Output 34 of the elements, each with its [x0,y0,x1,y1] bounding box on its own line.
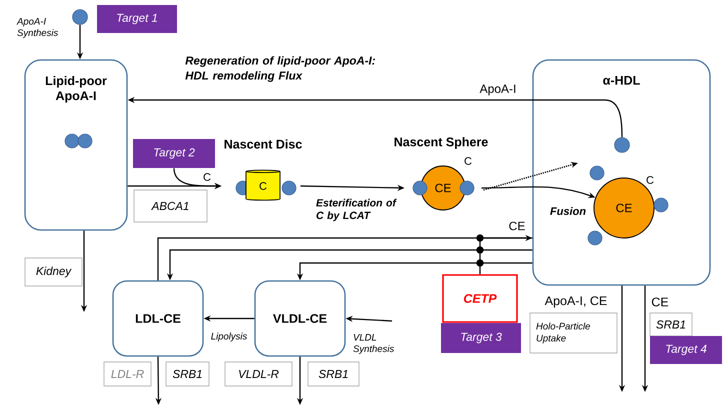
edge-label: ApoA-I, CE [544,295,608,309]
edge-label: Esterification of C by LCAT [315,198,405,222]
protein-circle [614,137,630,153]
edge-label: CE [650,296,670,308]
target-label: Target 1 [97,5,177,33]
edge-label: ApoA-I Synthesis [16,17,64,39]
flux-title: Regeneration of lipid-poor ApoA-I: HDL remodeling Flux [185,56,375,82]
edge-label: Lipolysis [210,332,248,342]
protein-circle [72,9,88,25]
lipoprotein-box: LDL-CE [112,280,204,357]
tag-box: LDL-R [104,362,152,386]
lipoprotein-box: Lipid-poor ApoA-I [24,59,128,231]
particle-label: C [646,176,654,184]
tag-box: Holo-Particle Uptake [530,312,618,354]
tag-box: SRB1 [308,362,360,386]
tag-box: Kidney [24,258,82,286]
enzyme-box: CETP [442,274,518,323]
disc-particle: C [236,170,296,201]
particle-title: Nascent Sphere [394,137,488,149]
edge-label: CE [508,220,526,232]
edge-label: VLDL Synthesis [352,333,402,355]
tag-box: ABCA1 [134,190,208,222]
edge-label: ApoA-I [478,84,518,96]
sphere-particle: CE [412,166,474,210]
tag-box: SRB1 [650,312,692,336]
tag-box: VLDL-R [224,362,292,386]
target-label: Target 2 [133,139,215,168]
edge-label: C [202,172,212,182]
target-label: Target 4 [650,336,722,364]
lipoprotein-box: VLDL-CE [254,280,346,357]
particle-title: Nascent Disc [224,139,302,149]
particle-label: C [464,157,472,165]
target-label: Target 3 [441,323,521,353]
tag-box: SRB1 [166,362,210,386]
